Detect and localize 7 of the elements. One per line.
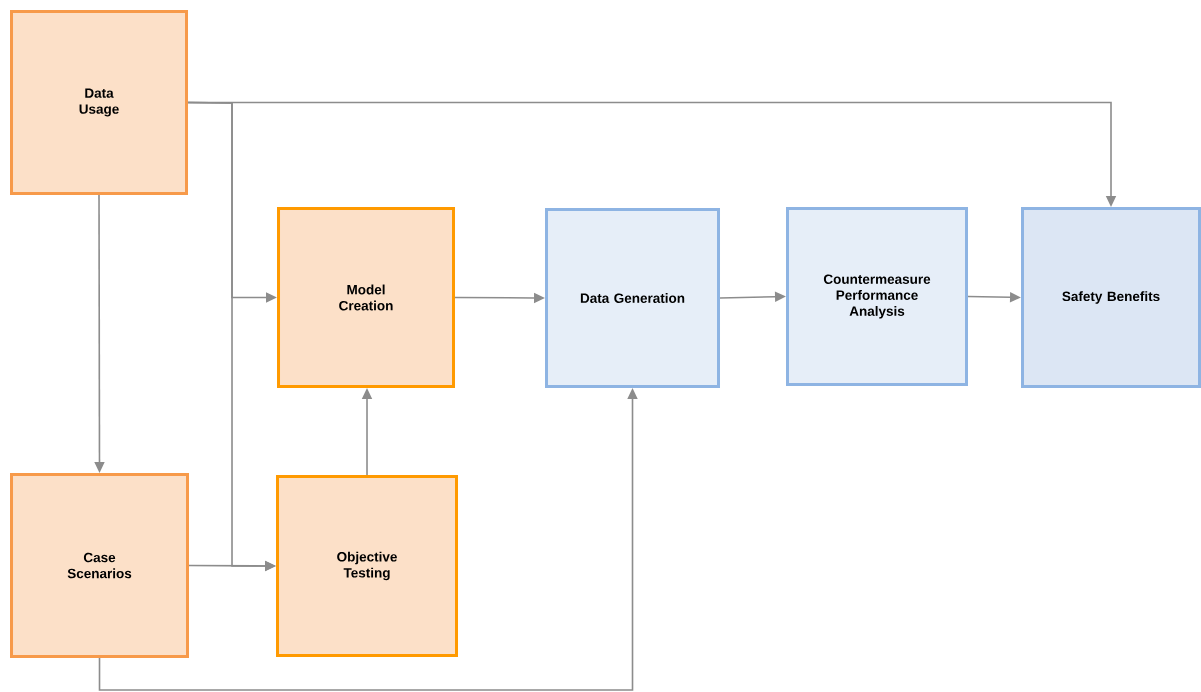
process-box: Countermeasure Performance Analysis [786, 207, 968, 386]
process-box: Case Scenarios [10, 473, 189, 658]
process-box: Data Generation [545, 208, 720, 388]
process-box: Safety Benefits [1021, 207, 1201, 388]
process-box: Objective Testing [276, 475, 458, 657]
process-box: Data Usage [10, 10, 188, 195]
process-box: Model Creation [277, 207, 455, 388]
